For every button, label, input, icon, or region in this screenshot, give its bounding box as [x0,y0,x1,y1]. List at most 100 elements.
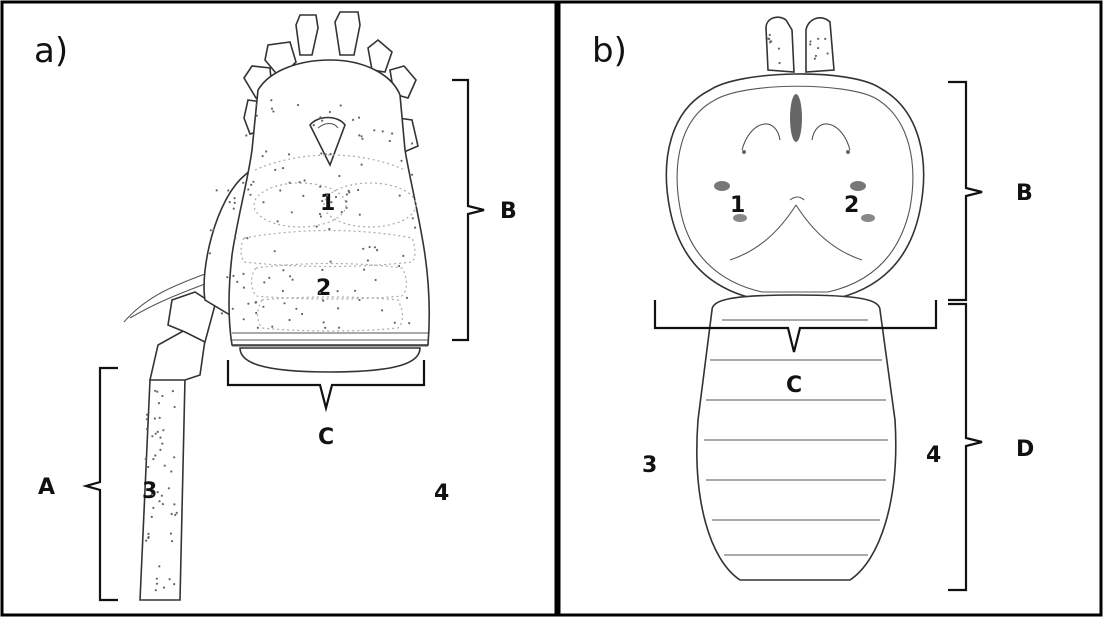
panel-b-number-1: 1 [730,193,745,218]
stipple-dot [297,104,299,106]
stipple-dot [156,583,158,585]
stipple-dot [162,429,164,431]
stipple-dot [234,202,236,204]
stipple-dot [399,195,401,197]
stipple-dot [168,487,170,489]
stipple-dot [157,431,159,433]
stipple-dot [145,540,147,542]
stipple-dot [156,578,158,580]
stipple-dot [173,583,175,585]
stipple-dot [346,207,348,209]
stipple-dot [330,261,332,263]
panel-b-bracket-D [948,304,982,590]
stipple-dot [209,252,211,254]
stipple-dot [320,215,322,217]
stipple-dot [325,153,327,155]
stipple-dot [255,312,257,314]
stipple-dot [322,300,324,302]
stipple-dot [402,255,404,257]
stipple-dot [147,533,149,535]
stipple-dot [291,211,293,213]
stipple-dot [232,275,234,277]
stipple-dot [391,132,393,134]
stipple-dot [340,104,342,106]
stipple-dot [279,189,281,191]
stipple-dot [358,299,360,301]
stipple-dot [158,402,160,404]
stipple-dot [262,306,264,308]
stipple-dot [151,494,153,496]
stipple-dot [212,229,214,231]
stipple-dot [282,269,284,271]
stipple-dot [161,395,163,397]
panel-b-label: b) [592,31,627,71]
panel-b-body-drawing [666,17,923,580]
stipple-dot [768,38,770,40]
stipple-dot [319,116,321,118]
stipple-dot [151,435,153,437]
stipple-dot [352,119,354,121]
stipple-dot [246,237,248,239]
stipple-dot [158,500,160,502]
panel-b-number-2: 2 [844,193,859,218]
stipple-dot [232,308,234,310]
stipple-dot [169,578,171,580]
panel-a: a) [34,12,517,600]
panel-a-label-B: B [500,199,517,224]
stipple-dot [809,43,811,45]
stipple-dot [156,391,158,393]
stipple-dot [170,470,172,472]
panel-a-label-A: A [38,475,55,500]
stipple-dot [358,134,360,136]
stipple-dot [159,417,161,419]
stipple-dot [319,292,321,294]
stipple-dot [158,565,160,567]
stipple-dot [152,458,154,460]
stipple-dot [146,428,148,430]
stipple-dot [256,115,258,117]
stipple-dot [817,47,819,49]
stipple-dot [161,495,163,497]
panel-b: b) [592,17,1034,590]
stipple-dot [171,540,173,542]
stipple-dot [268,277,270,279]
stipple-dot [170,533,172,535]
stipple-dot [272,110,274,112]
stipple-dot [146,414,148,416]
stipple-dot [809,40,811,42]
stipple-dot [382,130,384,132]
stipple-dot [146,418,148,420]
stipple-dot [815,55,817,57]
stipple-dot [406,297,408,299]
stipple-dot [335,196,337,198]
stipple-dot [398,265,400,267]
stipple-dot [173,456,175,458]
panel-a-label: a) [34,31,68,71]
stipple-dot [243,318,245,320]
stipple-dot [400,160,402,162]
stipple-dot [817,38,819,40]
stipple-dot [319,213,321,215]
stipple-dot [174,514,176,516]
stipple-dot [243,287,245,289]
stipple-dot [319,186,321,188]
stipple-dot [274,250,276,252]
stipple-dot [234,237,236,239]
stipple-dot [358,117,360,119]
panel-b-label-B: B [1016,181,1033,206]
stipple-dot [341,211,343,213]
stipple-dot [381,309,383,311]
stipple-dot [359,214,361,216]
panel-b-number-4: 4 [926,443,941,468]
stipple-dot [159,437,161,439]
panel-a-bracket-A [86,368,118,600]
stipple-dot [176,512,178,514]
stipple-dot [236,281,238,283]
stipple-dot [412,217,414,219]
stipple-dot [337,307,339,309]
stipple-dot [277,220,279,222]
stipple-dot [162,503,164,505]
stipple-dot [255,302,257,304]
stipple-dot [249,194,251,196]
